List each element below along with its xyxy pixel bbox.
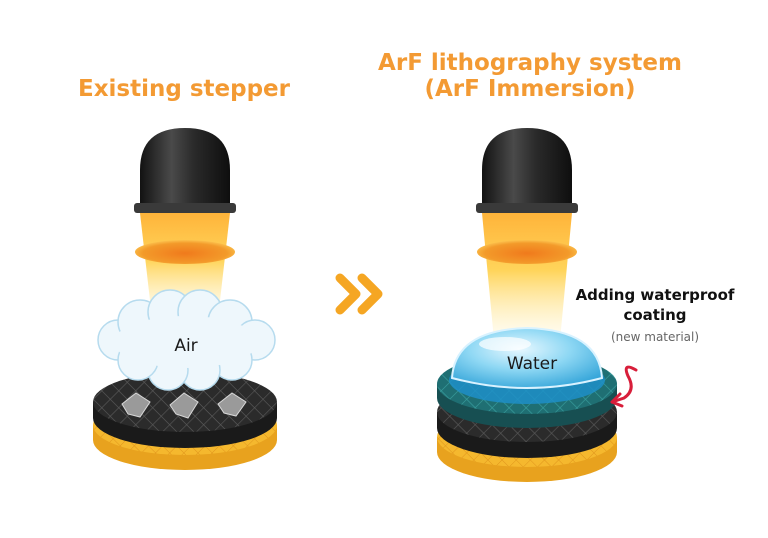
existing-stepper-title: Existing stepper [60, 76, 308, 102]
arf-system-title-line2: (ArF Immersion) [424, 76, 636, 103]
water-droplet [449, 326, 605, 404]
arf-system-title-line1: ArF lithography system [378, 50, 682, 76]
light-beam [482, 213, 572, 340]
resist-pattern [121, 392, 247, 419]
existing-stepper-title-text: Existing stepper [78, 76, 290, 102]
air-label: Air [174, 336, 198, 356]
arf-system-title: ArF lithography system (ArF Immersion) [350, 50, 710, 103]
air-cloud [97, 289, 276, 391]
coating-callout-line1: Adding waterproof [575, 286, 735, 304]
new-material-note: (new material) [610, 330, 700, 344]
water-label: Water [506, 354, 558, 374]
existing-stepper-illustration [93, 128, 277, 470]
lamp-head [134, 128, 236, 213]
lens [135, 240, 235, 264]
lamp-head [476, 128, 578, 213]
coating-callout: Adding waterproof coating [560, 286, 750, 325]
transition-arrow-icon [335, 273, 383, 315]
arf-immersion-illustration [437, 128, 638, 482]
lens [477, 240, 577, 264]
coating-callout-line2: coating [623, 305, 687, 324]
callout-arrow-icon [610, 365, 638, 408]
